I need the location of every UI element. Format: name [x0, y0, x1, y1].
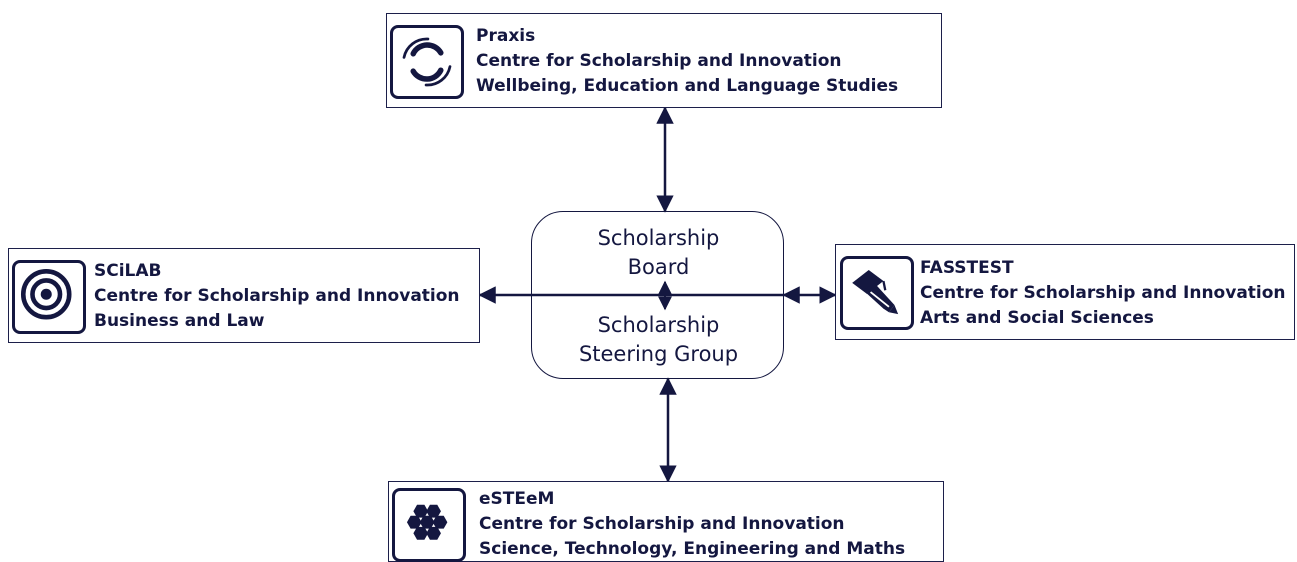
centre-box-fasstest: FASSTEST Centre for Scholarship and Inno…: [835, 244, 1295, 340]
esteem-text: eSTEeM Centre for Scholarship and Innova…: [479, 487, 905, 562]
praxis-name: Praxis: [476, 26, 536, 46]
esteem-name: eSTEeM: [479, 489, 555, 509]
centre-box-praxis: Praxis Centre for Scholarship and Innova…: [386, 13, 942, 108]
pencil-graduation-cap-icon: [840, 256, 914, 330]
fasstest-area: Arts and Social Sciences: [920, 308, 1154, 328]
fasstest-text: FASSTEST Centre for Scholarship and Inno…: [920, 256, 1286, 331]
steering-group-line-1: Scholarship: [597, 313, 720, 337]
scholarship-steering-group-label: Scholarship Steering Group: [532, 311, 785, 369]
esteem-subtitle: Centre for Scholarship and Innovation: [479, 514, 845, 534]
centre-box-esteem: eSTEeM Centre for Scholarship and Innova…: [388, 481, 944, 562]
praxis-text: Praxis Centre for Scholarship and Innova…: [476, 24, 898, 99]
fasstest-name: FASSTEST: [920, 258, 1014, 278]
scilab-text: SCiLAB Centre for Scholarship and Innova…: [94, 259, 460, 334]
fasstest-subtitle: Centre for Scholarship and Innovation: [920, 283, 1286, 303]
target-icon: [12, 260, 86, 334]
swirl-icon: [390, 25, 464, 99]
scilab-name: SCiLAB: [94, 261, 162, 281]
scilab-subtitle: Centre for Scholarship and Innovation: [94, 286, 460, 306]
steering-group-line-2: Steering Group: [578, 342, 739, 366]
scholarship-board-line-1: Scholarship: [597, 226, 720, 250]
praxis-area: Wellbeing, Education and Language Studie…: [476, 76, 899, 96]
centre-box-scilab: SCiLAB Centre for Scholarship and Innova…: [8, 248, 480, 343]
praxis-subtitle: Centre for Scholarship and Innovation: [476, 51, 842, 71]
scholarship-board-line-2: Board: [627, 255, 690, 279]
honeycomb-icon: [392, 488, 466, 562]
scholarship-centre-box: Scholarship Board Scholarship Steering G…: [531, 211, 784, 379]
esteem-area: Science, Technology, Engineering and Mat…: [479, 539, 906, 559]
scilab-area: Business and Law: [94, 311, 265, 331]
scholarship-board-label: Scholarship Board: [532, 224, 785, 282]
